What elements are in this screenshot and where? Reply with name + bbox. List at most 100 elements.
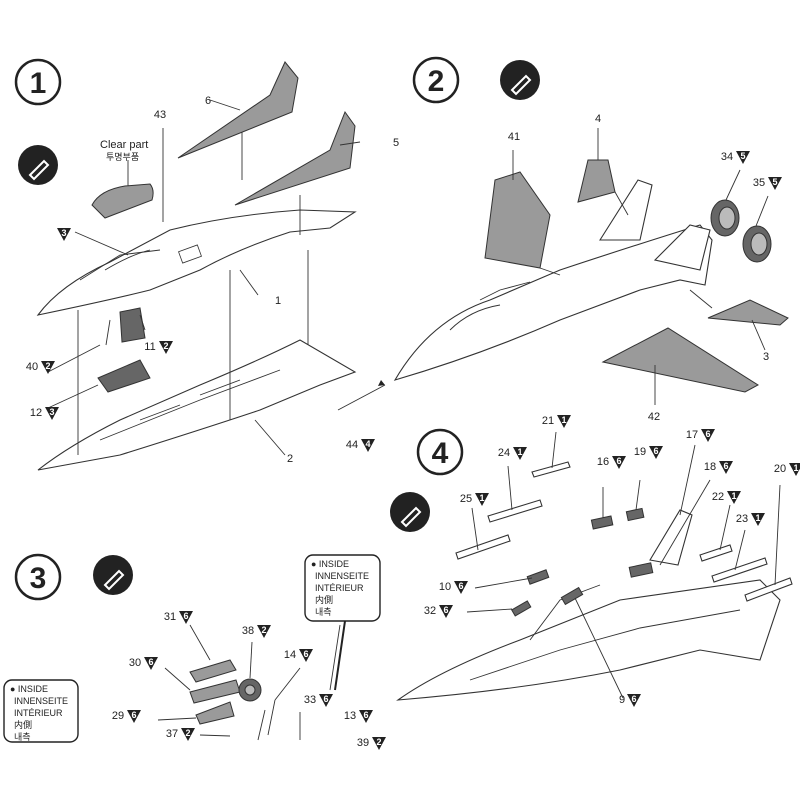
paint-color-badge: [513, 447, 527, 460]
horizontal-stabilizer-42: [601, 327, 759, 393]
step-2-circle: [412, 56, 460, 104]
paint-color-number: 6: [443, 605, 448, 615]
horizontal-stabilizer-3: [707, 299, 789, 326]
fin-right: [653, 224, 711, 271]
aircraft-underside-assembly: [396, 579, 781, 701]
part-number-label: 16: [597, 456, 609, 468]
paint-color-badge: [57, 228, 71, 241]
part-callout-c16: 16 6: [597, 456, 626, 469]
part-callout-c38: 38 2: [242, 625, 271, 638]
inside-note-line: 内側: [315, 594, 333, 605]
inside-note-line: INNENSEITE: [14, 696, 68, 706]
part-number-label: 38: [242, 625, 254, 637]
gear-door-29: [195, 701, 235, 725]
part-number-label: 10: [439, 581, 451, 593]
part-number-label: 2: [287, 453, 293, 465]
step-1: 1 Clear part 투명부품: [14, 58, 361, 471]
cockpit-tub-part: [97, 359, 151, 393]
paint-color-badge: [179, 611, 193, 624]
vertical-tail-41: [484, 171, 551, 269]
part-callout-c41: 41: [508, 131, 520, 143]
paint-color-number: 1: [517, 447, 522, 457]
paint-color-badge: [736, 151, 750, 164]
part-number-label: 9: [619, 694, 625, 706]
paint-color-badge: [144, 657, 158, 670]
step-2: 2: [337, 56, 789, 411]
part-number-label: 1: [275, 295, 281, 307]
inside-note-line: INTÉRIEUR: [315, 583, 364, 593]
paint-color-number: 1: [755, 513, 760, 523]
wheel-38: [238, 678, 262, 702]
paint-color-number: 2: [261, 625, 266, 635]
paint-brush-icon: [18, 145, 58, 185]
part-callout-c21: 21 1: [542, 415, 571, 428]
exhaust-nozzle-35: [742, 225, 772, 263]
paint-color-badge: [475, 493, 489, 506]
part-number-label: 21: [542, 415, 554, 427]
paint-color-number: 1: [731, 491, 736, 501]
paint-color-number: 6: [183, 611, 188, 621]
vertical-tail-4: [577, 159, 616, 203]
part-number-label: 14: [284, 649, 296, 661]
inside-note-line: ● INSIDE: [311, 559, 349, 569]
paint-color-number: 6: [616, 456, 621, 466]
part-number-label: 41: [508, 131, 520, 143]
part-number-label: 34: [721, 151, 733, 163]
paint-color-number: 1: [479, 493, 484, 503]
inside-note-line: INNENSEITE: [315, 571, 369, 581]
missile-25: [455, 534, 511, 560]
paint-color-number: 4: [365, 439, 370, 449]
gear-door-31: [189, 659, 237, 683]
part-number-label: 11: [144, 341, 155, 353]
airframe-assembly: [393, 224, 713, 381]
step-4-circle: [416, 428, 464, 476]
paint-color-badge: [627, 694, 641, 707]
paint-color-badge: [701, 429, 715, 442]
part-number-label: 3: [763, 351, 769, 363]
inside-note-line: 内側: [14, 719, 32, 730]
paint-color-badge: [557, 415, 571, 428]
paint-color-number: 6: [323, 694, 328, 704]
paint-color-number: 3: [61, 228, 66, 238]
paint-color-badge: [727, 491, 741, 504]
part-callout-c5a: 5: [393, 137, 399, 149]
part-number-label: 13: [344, 710, 356, 722]
exhaust-nozzle-34: [710, 199, 740, 237]
paint-color-badge: [768, 177, 782, 190]
paint-color-number: 2: [45, 361, 50, 371]
paint-color-badge: [257, 625, 271, 638]
paint-color-number: 1: [561, 415, 566, 425]
part-number-label: 44: [346, 439, 358, 451]
part-callout-c2: 2: [287, 453, 293, 465]
paint-color-badge: [649, 446, 663, 459]
part-number-label: 17: [686, 429, 698, 441]
fin-left: [599, 179, 653, 241]
paint-brush-icon: [93, 555, 133, 595]
pylon-9: [560, 586, 584, 606]
part-number-label: 42: [648, 411, 660, 423]
lower-fuselage-part: [37, 339, 357, 471]
paint-color-number: 6: [631, 694, 636, 704]
paint-color-number: 5: [772, 177, 777, 187]
paint-color-number: 6: [653, 446, 658, 456]
paint-color-number: 6: [363, 710, 368, 720]
fin-part: [649, 509, 693, 566]
paint-color-number: 2: [376, 737, 381, 747]
step-3-number: 3: [30, 562, 47, 595]
part-callout-c42: 42: [648, 411, 660, 423]
step-4-number: 4: [432, 437, 449, 470]
vertical-tail-5: [234, 110, 356, 206]
inside-note-line: 내측: [315, 607, 332, 617]
